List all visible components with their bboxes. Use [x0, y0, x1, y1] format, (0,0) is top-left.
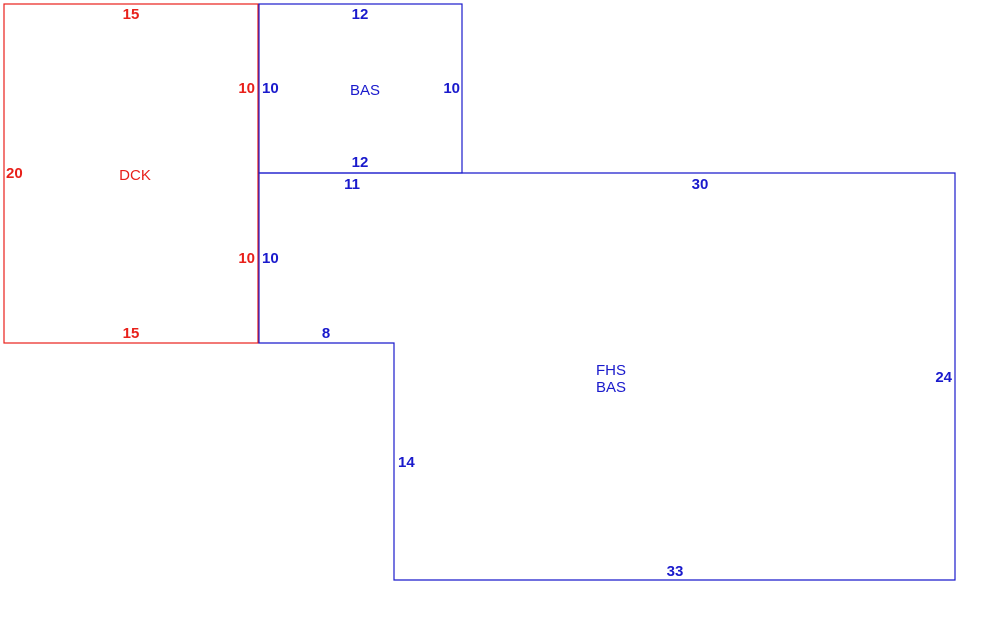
main-label-bas: BAS: [596, 379, 626, 396]
dim-main-bottom: 33: [667, 563, 684, 580]
dim-dck-right-upper: 10: [238, 80, 255, 97]
main-label-fhs: FHS: [596, 362, 626, 379]
dim-bas-top: 12: [352, 6, 369, 23]
dim-bas-left: 10: [262, 80, 279, 97]
dim-bas-bottom: 12: [352, 154, 369, 171]
dck-outline: [3, 3, 259, 344]
dim-bas-right: 10: [443, 80, 460, 97]
dck-label: DCK: [119, 167, 151, 184]
dim-dck-left: 20: [6, 165, 23, 182]
dim-main-step: 8: [322, 325, 330, 342]
main-outline: [258, 172, 956, 581]
dim-main-left-lower: 14: [398, 454, 415, 471]
bas-upper-label: BAS: [350, 82, 380, 99]
dim-main-right: 24: [935, 369, 952, 386]
dim-dck-top: 15: [123, 6, 140, 23]
dim-main-top-right: 30: [692, 176, 709, 193]
dim-dck-right-lower: 10: [238, 250, 255, 267]
dim-dck-bottom: 15: [123, 325, 140, 342]
dim-main-top-left: 11: [344, 176, 360, 193]
dim-main-left-upper: 10: [262, 250, 279, 267]
